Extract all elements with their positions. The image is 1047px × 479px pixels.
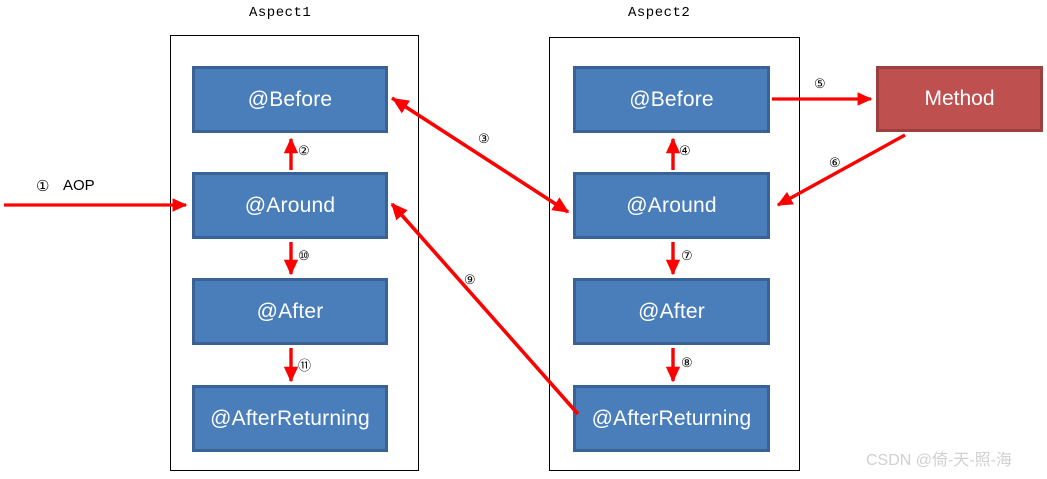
aspect2-afterreturning-box[interactable]: @AfterReturning	[573, 385, 770, 452]
step-marker-9: ⑨	[464, 272, 476, 287]
entry-label-aop: AOP	[63, 177, 95, 194]
method-box[interactable]: Method	[876, 66, 1043, 132]
aspect2-title: Aspect2	[628, 5, 691, 21]
aspect1-afterreturning-box[interactable]: @AfterReturning	[192, 385, 388, 452]
watermark: CSDN @倚-天-照-海	[866, 452, 1013, 469]
step-marker-11: ⑪	[298, 358, 312, 373]
aspect2-around-box[interactable]: @Around	[573, 172, 770, 239]
aspect1-around-box[interactable]: @Around	[192, 172, 388, 239]
step-marker-4: ④	[679, 143, 691, 158]
step-marker-1: ①	[36, 178, 50, 195]
step-marker-2: ②	[298, 143, 310, 158]
step-marker-8: ⑧	[681, 355, 693, 370]
aspect2-after-box[interactable]: @After	[573, 278, 770, 345]
step-marker-3: ③	[478, 131, 490, 146]
step-marker-7: ⑦	[681, 248, 693, 263]
step-marker-6: ⑥	[829, 155, 841, 170]
aspect1-before-box[interactable]: @Before	[192, 66, 388, 133]
aspect2-before-box[interactable]: @Before	[573, 66, 770, 133]
aspect1-after-box[interactable]: @After	[192, 278, 388, 345]
aspect1-title: Aspect1	[249, 5, 312, 21]
step-marker-10: ⑩	[298, 248, 310, 263]
step-marker-5: ⑤	[814, 76, 826, 91]
